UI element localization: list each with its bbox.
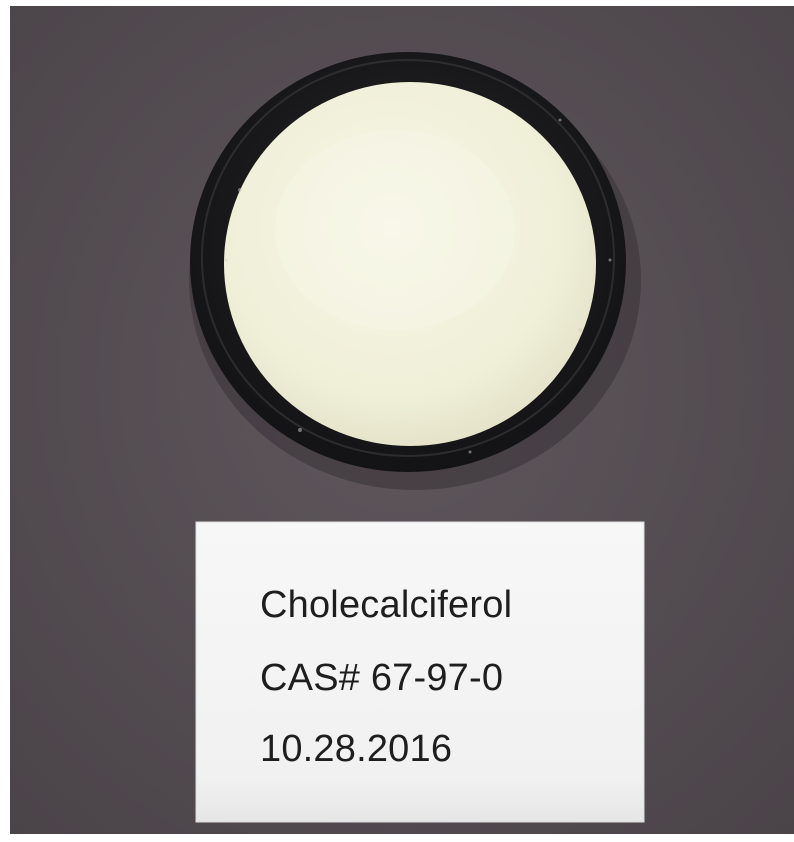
compound-name: Cholecalciferol — [260, 584, 513, 626]
label-paper-edge — [195, 521, 645, 823]
sample-date: 10.28.2016 — [260, 728, 453, 770]
container-rim-highlight — [201, 59, 615, 457]
cas-number: CAS# 67-97-0 — [260, 657, 504, 699]
powder-highlight — [275, 130, 515, 330]
white-powder — [224, 82, 596, 446]
rim-dust — [224, 118, 612, 454]
sample-label-paper — [196, 522, 644, 822]
